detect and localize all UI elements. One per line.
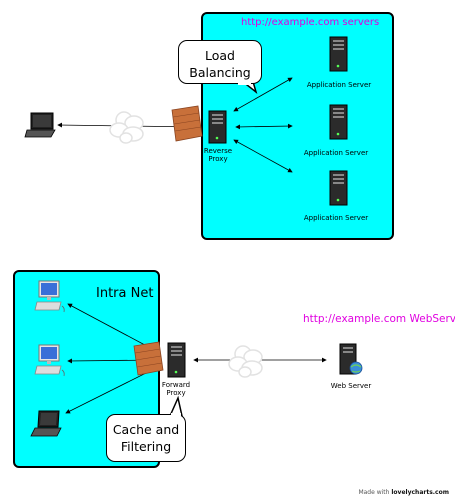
laptop-proxy-bottom-arrow — [65, 366, 159, 414]
server-tower-icon — [167, 342, 186, 378]
proxy-server2-arrow — [235, 123, 293, 130]
cloud-icon — [228, 345, 263, 378]
forward-proxy-label-line-1: Forward — [161, 381, 191, 389]
server-tower-icon — [329, 170, 348, 206]
forward-proxy-label: Forward Proxy — [154, 381, 198, 397]
reverse-proxy-label-line-1: Reverse — [203, 147, 233, 155]
footer-credit: Made with lovelycharts.com — [358, 489, 449, 496]
load-balancing-callout: Load Balancing — [178, 40, 262, 84]
cloud-icon — [109, 111, 144, 144]
intranet-region-title: Intra Net — [96, 286, 154, 301]
footer-prefix: Made with — [358, 489, 390, 496]
proxy-server3-arrow — [233, 139, 293, 173]
footer-brand: lovelycharts.com — [391, 489, 449, 496]
cache-filtering-line-2: Filtering — [120, 439, 172, 454]
web-server-label: Web Server — [330, 382, 372, 390]
webserver-site-label: http://example.com WebServer — [303, 313, 455, 325]
firewall-icon — [133, 341, 164, 376]
reverse-proxy-label-line-2: Proxy — [208, 155, 228, 163]
desktop-computer-icon — [34, 344, 65, 377]
servers-region-title: http://example.com servers — [241, 17, 380, 28]
server-tower-icon — [329, 104, 348, 140]
reverse-proxy-label: Reverse Proxy — [196, 147, 240, 163]
laptop-icon — [30, 410, 62, 437]
forward-proxy-label-line-2: Proxy — [166, 389, 186, 397]
callout-tail-cover-bottom — [171, 413, 181, 416]
web-server-icon — [339, 343, 363, 375]
application-server-label-1: Application Server — [306, 81, 372, 89]
application-server-label-3: Application Server — [303, 214, 369, 222]
firewall-icon — [171, 105, 203, 142]
load-balancing-line-1: Load — [205, 48, 235, 63]
load-balancing-line-2: Balancing — [189, 65, 251, 80]
server-tower-icon — [208, 110, 227, 144]
desktop1-proxy-arrow — [67, 303, 159, 353]
desktop-computer-icon — [34, 280, 65, 313]
proxy-server1-arrow — [233, 77, 293, 112]
cache-filtering-callout: Cache and Filtering — [106, 414, 186, 462]
cache-filtering-line-1: Cache and — [112, 422, 180, 437]
laptop-icon — [24, 112, 56, 138]
application-server-label-2: Application Server — [303, 149, 369, 157]
server-tower-icon — [329, 36, 348, 72]
